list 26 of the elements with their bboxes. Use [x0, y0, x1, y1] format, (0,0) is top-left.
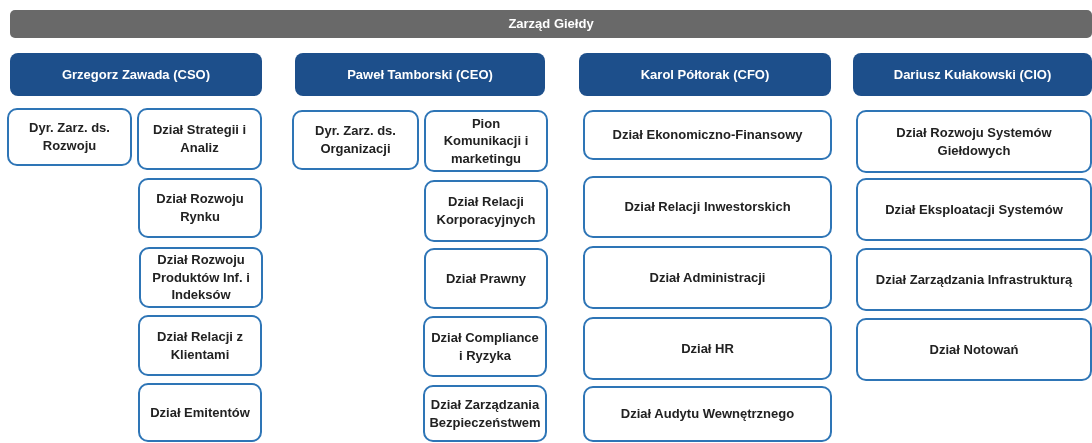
- department-box: Dział Zarządzania Infrastrukturą: [856, 248, 1092, 311]
- department-box: Dział Relacji z Klientami: [138, 315, 262, 376]
- executive-header: Dariusz Kułakowski (CIO): [853, 53, 1092, 96]
- department-box: Pion Komunikacji i marketingu: [424, 110, 548, 172]
- department-box: Dyr. Zarz. ds. Rozwoju: [7, 108, 132, 166]
- department-box: Dział Rozwoju Rynku: [138, 178, 262, 238]
- department-box: Dział Relacji Korporacyjnych: [424, 180, 548, 242]
- department-box: Dział Audytu Wewnętrznego: [583, 386, 832, 442]
- board-bar: Zarząd Giełdy: [10, 10, 1092, 38]
- department-box: Dział Administracji: [583, 246, 832, 309]
- department-box: Dział Compliance i Ryzyka: [423, 316, 547, 377]
- department-box: Dział Eksploatacji Systemów: [856, 178, 1092, 241]
- department-box: Dział Rozwoju Systemów Giełdowych: [856, 110, 1092, 173]
- executive-header: Paweł Tamborski (CEO): [295, 53, 545, 96]
- department-box: Dział Ekonomiczno-Finansowy: [583, 110, 832, 160]
- department-box: Dział Rozwoju Produktów Inf. i Indeksów: [139, 247, 263, 308]
- department-box: Dział Relacji Inwestorskich: [583, 176, 832, 238]
- department-box: Dział Notowań: [856, 318, 1092, 381]
- department-box: Dział Prawny: [424, 248, 548, 309]
- department-box: Dział HR: [583, 317, 832, 380]
- department-box: Dział Strategii i Analiz: [137, 108, 262, 170]
- executive-header: Karol Półtorak (CFO): [579, 53, 831, 96]
- department-box: Dyr. Zarz. ds. Organizacji: [292, 110, 419, 170]
- executive-header: Grzegorz Zawada (CSO): [10, 53, 262, 96]
- department-box: Dział Zarządzania Bezpieczeństwem: [423, 385, 547, 442]
- department-box: Dział Emitentów: [138, 383, 262, 442]
